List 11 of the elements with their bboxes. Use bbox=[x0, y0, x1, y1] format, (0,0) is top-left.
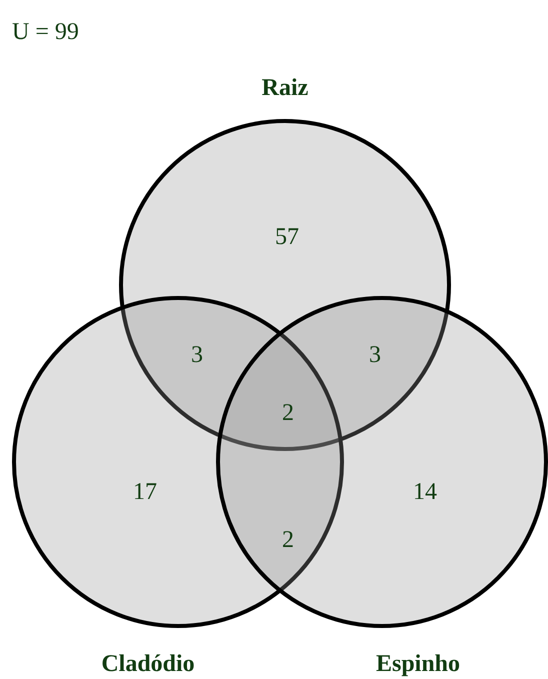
set-label: Cladódio bbox=[101, 652, 195, 676]
region-count: 17 bbox=[133, 480, 157, 504]
set-label: Raiz bbox=[262, 76, 308, 100]
region-count: 2 bbox=[282, 401, 294, 425]
region-count: 57 bbox=[275, 225, 299, 249]
region-count: 3 bbox=[191, 343, 203, 367]
region-count: 14 bbox=[413, 480, 437, 504]
set-label: Espinho bbox=[376, 652, 460, 676]
region-count: 3 bbox=[369, 343, 381, 367]
universe-label: U = 99 bbox=[12, 20, 79, 44]
region-count: 2 bbox=[282, 528, 294, 552]
